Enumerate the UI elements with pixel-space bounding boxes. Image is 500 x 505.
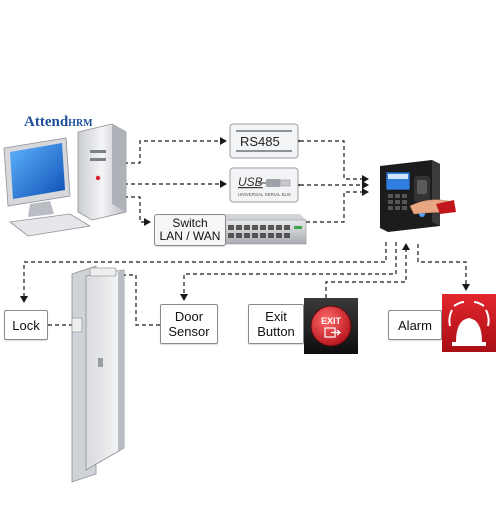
usb-sub-label: UNIVERSAL SERIAL BUS	[238, 192, 291, 197]
connector-exit-button-terminal	[325, 243, 410, 298]
connector-switch-terminal	[300, 188, 369, 226]
network-switch-icon	[221, 214, 307, 245]
exit-button-label: Exit Button	[248, 304, 304, 344]
usb-node: USB UNIVERSAL SERIAL BUS	[229, 167, 299, 203]
rs485-label: RS485	[240, 134, 280, 149]
brand-logo: AttendHRM	[24, 114, 93, 131]
brand-name-part1: Attend	[24, 114, 69, 130]
usb-plug-icon	[258, 179, 291, 187]
switch-label-line2: LAN / WAN	[159, 229, 221, 243]
connector-pc-switch	[118, 193, 151, 226]
biometric-terminal-icon	[380, 160, 456, 232]
connector-terminal-alarm	[417, 244, 470, 291]
door-sensor-label-line1: Door	[174, 309, 204, 324]
connector-terminal-door-sensor	[180, 242, 397, 301]
door-icon	[71, 265, 125, 483]
alarm-icon	[442, 294, 496, 352]
door-sensor-label-line2: Sensor	[168, 324, 210, 339]
connector-terminal-lock	[20, 242, 387, 303]
switch-label-line1: Switch	[172, 216, 208, 230]
lock-label: Lock	[4, 310, 48, 340]
connector-rs485-terminal	[294, 137, 369, 183]
lock-label-text: Lock	[12, 317, 40, 333]
connector-pc-rs485	[118, 137, 227, 167]
alarm-label: Alarm	[388, 310, 442, 340]
switch-label: Switch LAN / WAN	[154, 214, 226, 246]
alarm-label-text: Alarm	[398, 317, 432, 333]
rs485-node: RS485	[229, 123, 299, 159]
usb-label: USB	[238, 175, 263, 189]
brand-name-part2: HRM	[68, 118, 93, 129]
computer-icon	[3, 123, 127, 237]
exit-sign-label: EXIT	[321, 316, 342, 326]
door-sensor-label: Door Sensor	[160, 304, 218, 344]
exit-button-label-line1: Exit	[265, 309, 287, 324]
exit-button-label-line2: Button	[257, 324, 295, 339]
exit-button-icon[interactable]: EXIT	[304, 298, 358, 354]
